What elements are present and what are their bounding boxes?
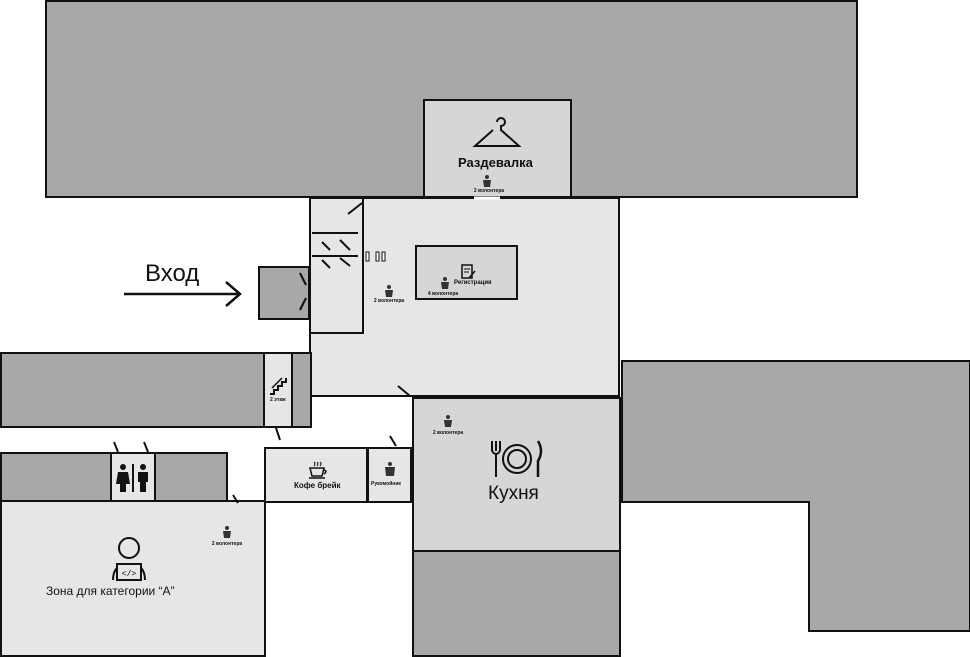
volunteer-icon [385, 285, 393, 297]
zone-a-label: Зона для категории “А” [46, 584, 175, 598]
kitchen-volunteers: 2 волонтера [432, 430, 464, 436]
volunteer-icon [441, 277, 449, 289]
stairs-floor-label: 2 этаж [270, 397, 286, 403]
zone-a-volunteers: 2 волонтера [211, 541, 243, 547]
coder-laptop-icon: </> [112, 537, 146, 581]
volunteer-icon [223, 526, 231, 538]
washstand-label: Рукомойник [371, 481, 401, 487]
cloakroom-room[interactable] [423, 99, 572, 198]
volunteer-icon [444, 415, 452, 427]
volunteer-icon [483, 175, 491, 187]
left-wing-top [0, 352, 312, 428]
volunteer-icon [385, 462, 395, 476]
plate-cutlery-icon [491, 440, 543, 477]
svg-text:</>: </> [122, 570, 137, 579]
toilet-icon [116, 464, 148, 492]
registration-form-icon [461, 264, 476, 279]
hall-volunteers: 2 волонтера [373, 298, 405, 304]
coffee-break-label: Кофе брейк [294, 481, 341, 490]
arrow-right-icon [124, 281, 242, 307]
coffee-cup-icon [309, 461, 327, 479]
cloakroom-label: Раздевалка [458, 155, 533, 170]
hanger-icon [472, 117, 522, 147]
registration-volunteers: 4 волонтера [427, 291, 459, 297]
entrance-label: Вход [145, 260, 200, 287]
stairs-icon [270, 377, 287, 395]
below-kitchen-block [412, 550, 621, 657]
cloakroom-volunteers: 2 волонтера [473, 188, 505, 194]
kitchen-label: Кухня [488, 483, 539, 504]
entrance-vestibule [309, 197, 364, 334]
registration-label: Регистрация [454, 280, 492, 286]
stairs-room[interactable] [263, 352, 293, 428]
coffee-break-room[interactable] [264, 447, 368, 503]
